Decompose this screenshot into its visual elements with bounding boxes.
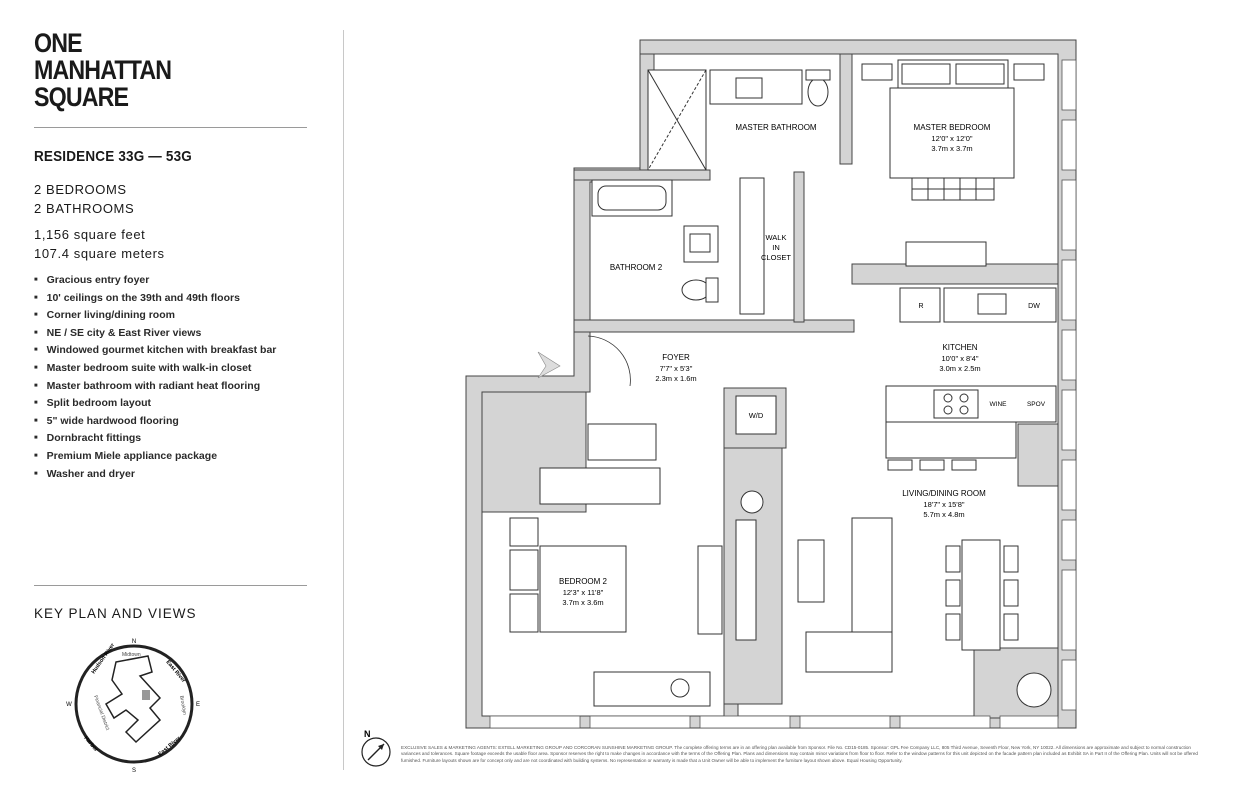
north-label: N	[364, 729, 371, 739]
closet-label-1: WALK	[766, 233, 787, 242]
master-bedroom-ft: 12'0" x 12'0"	[931, 134, 972, 143]
feature-list: Gracious entry foyer 10' ceilings on the…	[34, 273, 277, 485]
wd-closet	[539, 395, 777, 505]
label-brooklyn: Brooklyn	[178, 695, 187, 715]
feature-item: Corner living/dining room	[34, 308, 276, 326]
bedroom2-ft: 12'3" x 11'8"	[563, 588, 604, 597]
compass-e: E	[196, 702, 200, 708]
feature-item: Master bedroom suite with walk-in closet	[34, 361, 276, 379]
feature-item: Master bathroom with radiant heat floori…	[34, 379, 276, 397]
feature-item: Split bedroom layout	[34, 396, 276, 414]
residence-title: RESIDENCE 33G — 53G	[34, 148, 192, 165]
feature-item: Washer and dryer	[34, 467, 276, 485]
feature-item: Dornbracht fittings	[34, 431, 276, 449]
floor-plan: MASTER BATHROOM MASTER BEDROOM 12'0" x 1…	[465, 39, 1077, 729]
building-footprint	[104, 655, 162, 744]
closet-label-3: CLOSET	[761, 253, 791, 262]
column-divider	[343, 30, 344, 770]
legal-disclaimer: EXCLUSIVE SALES & MARKETING AGENTS: EXTE…	[401, 745, 1198, 763]
foyer-ft: 7'7" x 5'3"	[660, 364, 693, 373]
foyer-door-swing	[587, 335, 631, 387]
windows-right	[1061, 59, 1077, 711]
bathroom-count: 2 BATHROOMS	[34, 201, 135, 216]
label-kitchen: KITCHEN	[942, 343, 977, 352]
label-wine: WINE	[990, 401, 1008, 408]
kitchen-ft: 10'0" x 8'4"	[942, 354, 979, 363]
label-living-dining: LIVING/DINING ROOM	[902, 489, 986, 498]
area-square-feet: 1,156 square feet	[34, 227, 146, 242]
unit-highlight	[142, 690, 150, 700]
feature-item: 5" wide hardwood flooring	[34, 414, 276, 432]
feature-item: Premium Miele appliance package	[34, 449, 276, 467]
brand-line-3: SQUARE	[34, 82, 129, 112]
compass-w: W	[66, 702, 72, 708]
brand-line-2: MANHATTAN	[34, 55, 172, 85]
label-bedroom-2: BEDROOM 2	[559, 577, 608, 586]
windows-bottom	[489, 715, 1059, 729]
compass-n: N	[132, 639, 136, 645]
brand-line-1: ONE	[34, 28, 83, 58]
label-hudson-river: Hudson River	[91, 642, 117, 675]
master-bedroom-m: 3.7m x 3.7m	[931, 144, 972, 153]
master-bed-furniture	[861, 59, 1045, 267]
kitchen-fixtures	[885, 287, 1057, 471]
divider-bottom	[34, 585, 307, 586]
living-furniture	[735, 490, 1052, 708]
bedroom-count: 2 BEDROOMS	[34, 182, 127, 197]
living-ft: 18'7" x 15'8"	[923, 500, 964, 509]
feature-item: Gracious entry foyer	[34, 273, 276, 291]
compass-s: S	[132, 768, 136, 774]
closet-label-2: IN	[772, 243, 780, 252]
label-midtown: Midtown	[122, 652, 141, 658]
room-counts: 2 BEDROOMS 2 BATHROOMS	[34, 180, 134, 218]
label-east-river-bottom: East River	[157, 735, 182, 757]
brand-logo: ONE MANHATTAN SQUARE	[34, 28, 172, 112]
label-fridge: R	[918, 303, 923, 310]
label-dishwasher: DW	[1028, 303, 1040, 310]
label-harbor: Harbor	[82, 735, 99, 753]
living-m: 5.7m x 4.8m	[923, 510, 964, 519]
divider-top	[34, 127, 307, 128]
key-plan-title: KEY PLAN AND VIEWS	[34, 606, 197, 621]
label-spov: SPOV	[1027, 401, 1046, 408]
feature-item: NE / SE city & East River views	[34, 326, 276, 344]
feature-item: 10' ceilings on the 39th and 49th floors	[34, 291, 276, 309]
label-foyer: FOYER	[662, 353, 690, 362]
bedroom2-m: 3.7m x 3.6m	[562, 598, 603, 607]
label-master-bedroom: MASTER BEDROOM	[914, 123, 991, 132]
closet-shelving	[739, 177, 765, 315]
area-square-meters: 107.4 square meters	[34, 246, 165, 261]
area-info: 1,156 square feet 107.4 square meters	[34, 225, 165, 263]
entry-arrow-icon	[537, 351, 561, 379]
compass-ring	[74, 644, 194, 764]
foyer-m: 2.3m x 1.6m	[655, 374, 696, 383]
label-master-bathroom: MASTER BATHROOM	[735, 123, 817, 132]
north-arrow-icon: N	[361, 729, 391, 767]
bath2-fixtures	[591, 179, 719, 303]
feature-item: Windowed gourmet kitchen with breakfast …	[34, 343, 277, 361]
label-financial-district: Financial District	[92, 695, 110, 732]
master-bath-fixtures	[647, 69, 831, 171]
label-washer-dryer: W/D	[749, 411, 764, 420]
kitchen-m: 3.0m x 2.5m	[939, 364, 980, 373]
key-plan-diagram: N S E W Hudson River Midtown East River …	[66, 639, 200, 774]
label-bathroom-2: BATHROOM 2	[610, 263, 663, 272]
bedroom2-furniture	[509, 517, 723, 707]
